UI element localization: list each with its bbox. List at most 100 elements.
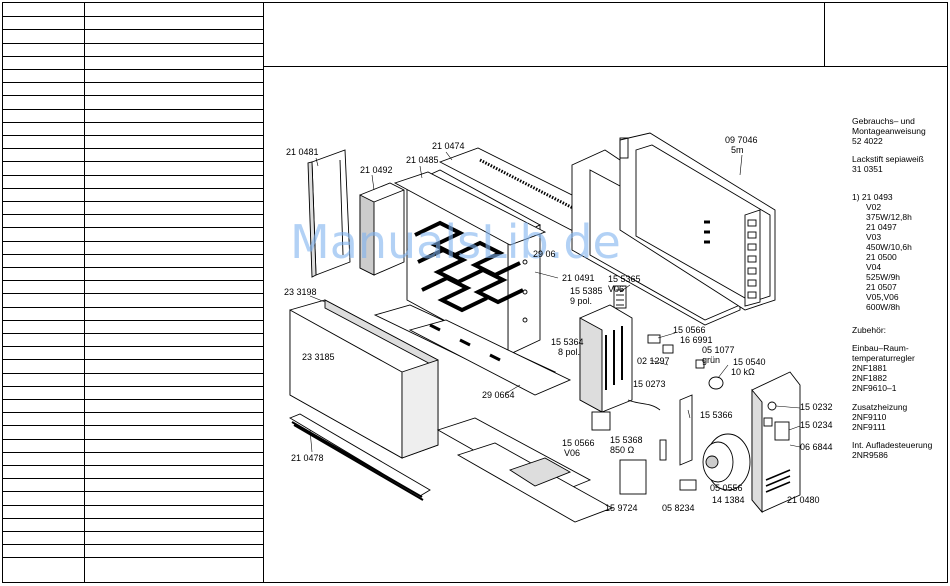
note-line-28: 2NR9586 — [852, 450, 888, 460]
label-29-0664: 29 0664 — [482, 390, 515, 400]
grid-row — [3, 214, 263, 216]
watermark-text: ManualsLib.de — [290, 215, 621, 269]
grid-row — [3, 438, 263, 440]
grid-row — [3, 108, 263, 110]
note-line-22: 2NF1882 — [852, 373, 887, 383]
grid-row — [3, 333, 263, 334]
bottom-tray-part — [373, 304, 572, 396]
note-line-13: V04 — [866, 262, 881, 272]
label-15-5366: 15 5366 — [700, 410, 733, 420]
grid-row — [3, 372, 263, 374]
label-15-5365: 15 5365 — [608, 274, 641, 284]
label-15-0234: 15 0234 — [800, 420, 833, 430]
label-15-5368: 15 5368 — [610, 435, 643, 445]
label-21-0481: 21 0481 — [286, 147, 319, 157]
note-line-8: 375W/12,8h — [866, 212, 912, 222]
label-8-pol: 8 pol. — [558, 347, 580, 357]
note-line-11: 450W/10,6h — [866, 242, 912, 252]
insulation-block-part — [359, 182, 405, 276]
control-panel-housing-part — [751, 371, 801, 514]
grid-row — [3, 253, 263, 255]
note-line-20: temperaturregler — [852, 353, 915, 363]
grid-row — [3, 399, 263, 400]
note-line-4: Lackstift sepiaweiß — [852, 154, 924, 164]
label-21-0491: 21 0491 — [562, 273, 595, 283]
fan-motor-part — [702, 433, 751, 491]
label-15-0273: 15 0273 — [633, 379, 666, 389]
inner-tray-part — [393, 171, 547, 246]
note-line-6: 1) 21 0493 — [852, 192, 893, 202]
note-line-21: 2NF1881 — [852, 363, 887, 373]
note-line-25: 2NF9110 — [852, 412, 887, 422]
air-grille-part — [288, 413, 431, 501]
grid-row — [3, 293, 263, 295]
grid-row — [3, 135, 263, 136]
label-15-9724: 15 9724 — [605, 503, 638, 513]
terminal-block-part — [613, 285, 627, 309]
note-line-19: Einbau–Raum- — [852, 343, 909, 353]
label-850-ohm: 850 Ω — [610, 445, 635, 455]
label-gruen: grün — [702, 355, 720, 365]
note-line-1: Gebrauchs– und — [852, 116, 915, 126]
note-line-3: 52 4022 — [852, 136, 883, 146]
label-06-6844: 06 6844 — [800, 442, 833, 452]
parts-list-grid — [2, 2, 264, 583]
label-16-6991: 16 6991 — [680, 335, 713, 345]
grid-row — [3, 465, 263, 466]
control-board-part — [579, 304, 633, 413]
label-5m: 5m — [731, 145, 744, 155]
grid-row — [3, 82, 263, 84]
note-line-10: V03 — [866, 232, 881, 242]
grid-row — [3, 412, 263, 414]
label-21-0478: 21 0478 — [291, 453, 324, 463]
grid-row — [3, 267, 263, 268]
note-line-23: 2NF9610–1 — [852, 383, 897, 393]
grid-row — [3, 544, 263, 546]
grid-row — [3, 174, 263, 176]
note-line-12: 21 0500 — [866, 252, 897, 262]
label-9-pol: 9 pol. — [570, 296, 592, 306]
title-block-divider — [824, 3, 825, 66]
grid-row — [3, 240, 263, 242]
front-panel-part — [289, 299, 439, 459]
label-05-0556: 05 0556 — [710, 483, 743, 493]
drawing-area — [264, 66, 948, 583]
grid-row — [3, 491, 263, 493]
label-05-1077: 05 1077 — [702, 345, 735, 355]
label-15-0232: 15 0232 — [800, 402, 833, 412]
label-15-0566-a: 15 0566 — [673, 325, 706, 335]
grid-row — [3, 557, 263, 559]
note-line-16: V05,V06 — [866, 292, 899, 302]
base-plate-part — [436, 417, 614, 523]
note-line-26: 2NF9111 — [852, 422, 886, 432]
grid-row — [3, 95, 263, 97]
grid-row — [3, 504, 263, 506]
grid-row — [3, 425, 263, 427]
grid-row — [3, 55, 263, 57]
label-15-5364: 15 5364 — [551, 337, 584, 347]
grid-column-divider — [84, 3, 85, 582]
label-v06-b: V06 — [564, 448, 580, 458]
grid-row — [3, 280, 263, 282]
grid-row — [3, 517, 263, 519]
label-02-1297: 02 1297 — [637, 356, 670, 366]
label-23-3185: 23 3185 — [302, 352, 335, 362]
grid-row — [3, 319, 263, 321]
label-21-0474: 21 0474 — [432, 141, 465, 151]
leader-lines — [309, 151, 801, 453]
note-line-18: Zubehör: — [852, 325, 886, 335]
note-line-24: Zusatzheizung — [852, 402, 908, 412]
note-line-27: Int. Aufladesteuerung — [852, 440, 933, 450]
grid-row — [3, 148, 263, 150]
label-09-7046: 09 7046 — [725, 135, 758, 145]
label-15-0540: 15 0540 — [733, 357, 766, 367]
note-line-17: 600W/8h — [866, 302, 900, 312]
grid-row — [3, 306, 263, 308]
grid-row — [3, 227, 263, 229]
note-line-7: V02 — [866, 202, 881, 212]
label-v06-a: V06 — [608, 284, 624, 294]
label-15-0566-b: 15 0566 — [562, 438, 595, 448]
label-10-kohm: 10 kΩ — [731, 367, 755, 377]
grid-row — [3, 531, 263, 532]
